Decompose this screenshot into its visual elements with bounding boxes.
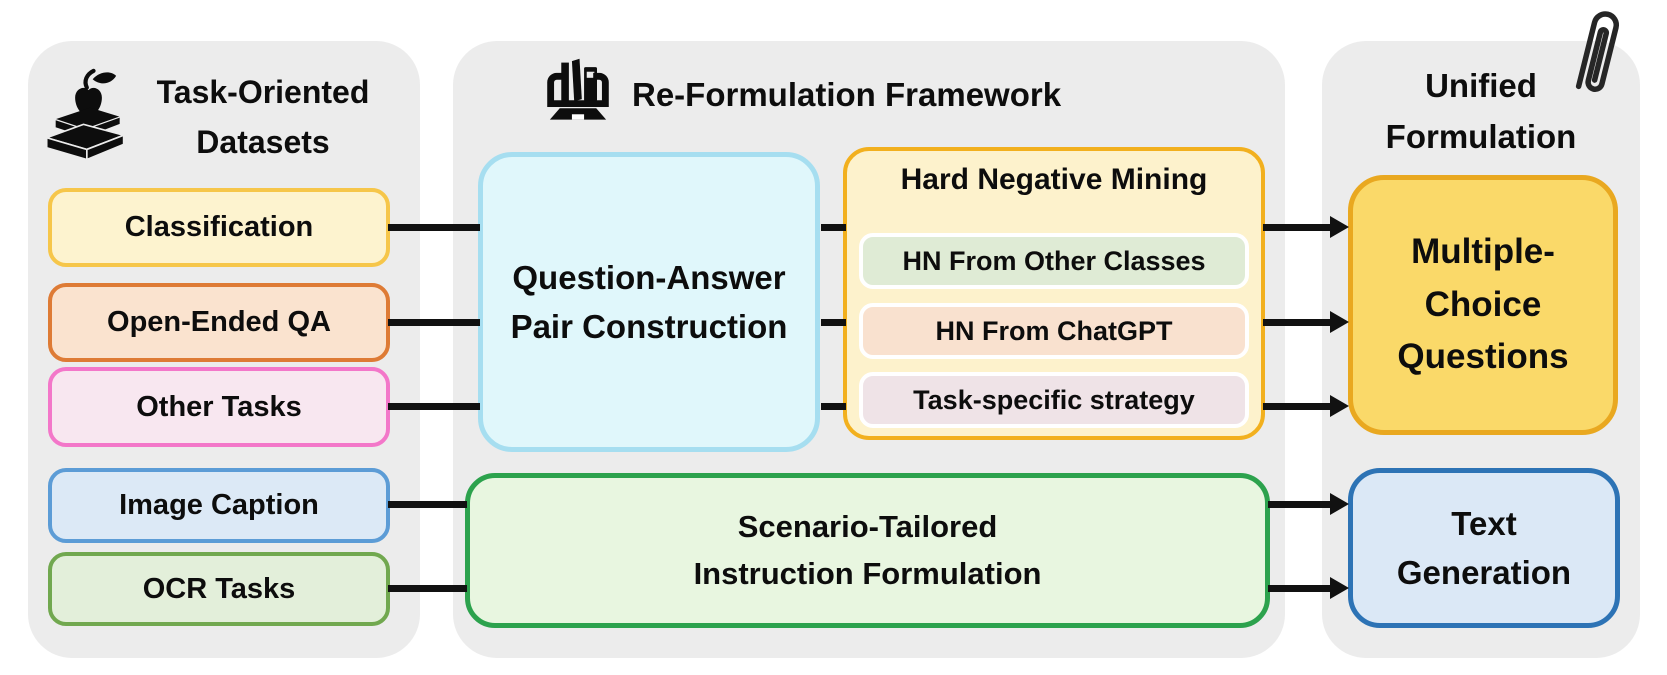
- mcq-line3: Questions: [1397, 337, 1569, 377]
- task-specific-strategy-box: Task-specific strategy: [859, 372, 1249, 428]
- arrow-hnm-to-mcq-1: [1263, 224, 1331, 231]
- connector-qa-to-hnm-1: [821, 224, 846, 231]
- dataset-other-tasks: Other Tasks: [48, 367, 390, 447]
- arrow-hnm-to-mcq-2: [1263, 319, 1331, 326]
- right-title-line2: Formulation: [1385, 118, 1577, 156]
- text-generation-box: Text Generation: [1348, 468, 1620, 628]
- right-title-line1: Unified: [1425, 67, 1537, 104]
- arrow-head-textgen-1: [1330, 493, 1349, 515]
- dataset-classification-label: Classification: [124, 211, 314, 243]
- multiple-choice-questions-box: Multiple- Choice Questions: [1348, 175, 1618, 435]
- arrow-head-mcq-1: [1330, 216, 1349, 238]
- right-panel-title: Unified Formulation: [1330, 60, 1632, 162]
- arrow-head-mcq-2: [1330, 311, 1349, 333]
- dataset-image-caption-label: Image Caption: [119, 489, 319, 521]
- arrow-head-textgen-2: [1330, 577, 1349, 599]
- arrow-scenario-to-textgen-1: [1268, 501, 1331, 508]
- connector-othertasks-to-qa: [388, 403, 480, 410]
- connector-openqa-to-qa: [388, 319, 480, 326]
- dataset-ocr-tasks: OCR Tasks: [48, 552, 390, 626]
- mcq-line2: Choice: [1424, 284, 1542, 324]
- hn-from-other-classes-label: HN From Other Classes: [902, 245, 1206, 276]
- scenario-tailored-instruction-formulation-box: Scenario-Tailored Instruction Formulatio…: [465, 473, 1270, 628]
- dataset-other-tasks-label: Other Tasks: [136, 390, 302, 423]
- dataset-open-ended-qa: Open-Ended QA: [48, 283, 390, 362]
- textgen-line2: Generation: [1396, 554, 1572, 591]
- arrow-head-mcq-3: [1330, 395, 1349, 417]
- middle-title-text: Re-Formulation Framework: [632, 76, 1062, 113]
- scenario-box-line1: Scenario-Tailored: [737, 509, 998, 544]
- laptop-books-icon: [540, 54, 616, 132]
- textgen-line1: Text: [1451, 504, 1517, 542]
- dataset-image-caption: Image Caption: [48, 468, 390, 543]
- arrow-scenario-to-textgen-2: [1268, 585, 1331, 592]
- books-apple-icon: [40, 64, 132, 168]
- mcq-line1: Multiple-: [1411, 232, 1555, 272]
- hard-negative-mining-box: Hard Negative Mining HN From Other Class…: [843, 147, 1265, 440]
- hard-negative-mining-title: Hard Negative Mining: [900, 163, 1208, 196]
- qa-box-line2: Pair Construction: [510, 308, 788, 345]
- task-specific-strategy-label: Task-specific strategy: [913, 384, 1195, 415]
- qa-box-line1: Question-Answer: [512, 258, 786, 296]
- left-title-line1: Task-Oriented: [156, 74, 370, 110]
- left-panel-title: Task-Oriented Datasets: [118, 68, 408, 167]
- connector-qa-to-hnm-3: [821, 403, 846, 410]
- hn-from-chatgpt-label: HN From ChatGPT: [935, 315, 1173, 346]
- connector-imagecaption-to-scenario: [388, 501, 467, 508]
- scenario-box-line2: Instruction Formulation: [693, 555, 1042, 591]
- connector-ocr-to-scenario: [388, 585, 467, 592]
- dataset-classification: Classification: [48, 188, 390, 267]
- connector-qa-to-hnm-2: [821, 319, 846, 326]
- connector-classification-to-qa: [388, 224, 480, 231]
- hn-from-other-classes-box: HN From Other Classes: [859, 233, 1249, 289]
- paperclip-icon: [1563, 0, 1633, 102]
- dataset-ocr-tasks-label: OCR Tasks: [142, 572, 296, 605]
- middle-panel-title: Re-Formulation Framework: [632, 76, 1112, 113]
- dataset-open-ended-qa-label: Open-Ended QA: [107, 306, 331, 338]
- hn-from-chatgpt-box: HN From ChatGPT: [859, 303, 1249, 359]
- question-answer-pair-construction-box: Question-Answer Pair Construction: [478, 152, 820, 452]
- left-title-line2: Datasets: [196, 123, 330, 160]
- arrow-hnm-to-mcq-3: [1263, 403, 1331, 410]
